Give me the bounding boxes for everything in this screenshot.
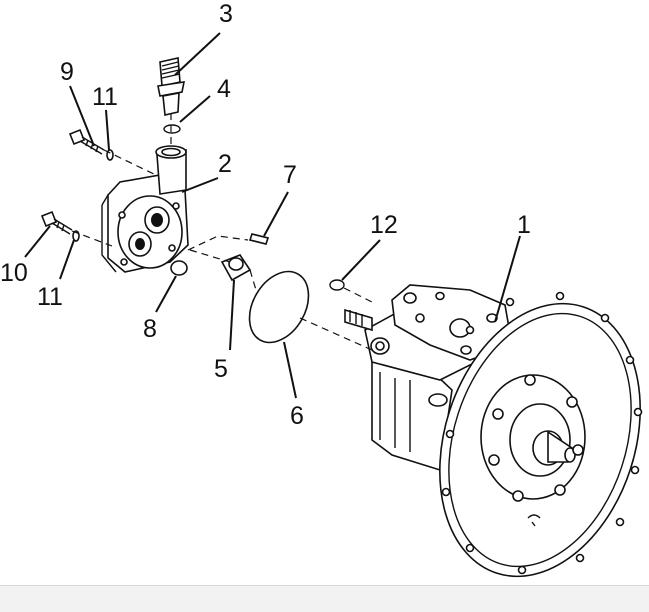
- coupling: [220, 254, 252, 282]
- callout-8: 8: [143, 315, 157, 343]
- o-ring-small: [329, 279, 345, 291]
- callout-9: 9: [60, 58, 74, 86]
- bolt-upper: [68, 128, 105, 155]
- o-ring-upper: [163, 124, 181, 134]
- bolt-lower: [40, 210, 73, 235]
- callout-10: 10: [0, 259, 28, 287]
- callout-11-lower: 11: [37, 283, 63, 311]
- fitting: [157, 57, 186, 116]
- assembly-lines: [71, 113, 373, 351]
- diagram-canvas: 1 2 3 4 5 6 7 8 9 10 11 11 12: [0, 0, 643, 578]
- seal: [170, 260, 188, 276]
- callout-6: 6: [290, 402, 304, 430]
- flange-bolt-holes: [441, 291, 643, 575]
- callout-5: 5: [214, 355, 228, 383]
- o-ring-large: [248, 270, 310, 344]
- dowel-pin: [248, 233, 270, 245]
- leader-lines: [24, 32, 521, 399]
- callout-4: 4: [217, 75, 231, 103]
- callout-1: 1: [517, 211, 531, 239]
- bottom-bar: [0, 585, 649, 612]
- main-pump-body: [344, 284, 513, 472]
- callout-11-upper: 11: [92, 83, 118, 111]
- callout-labels: 1 2 3 4 5 6 7 8 9 10 11 11 12: [0, 0, 531, 430]
- callout-12: 12: [370, 211, 398, 239]
- inner-bolts: [488, 374, 584, 502]
- callout-2: 2: [218, 150, 232, 178]
- exploded-parts-diagram: 1 2 3 4 5 6 7 8 9 10 11 11 12: [0, 0, 643, 578]
- callout-7: 7: [283, 161, 297, 189]
- gear-pump: [101, 145, 189, 273]
- mounting-flange: [439, 291, 643, 578]
- callout-3: 3: [219, 0, 233, 28]
